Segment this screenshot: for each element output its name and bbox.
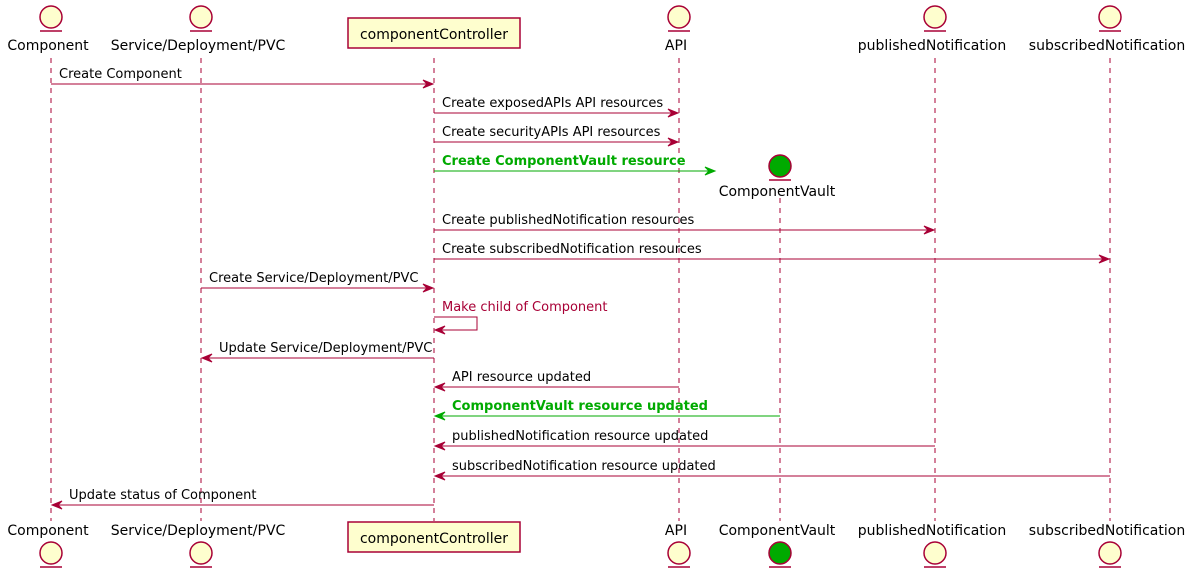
- message-3: Create securityAPIs API resources: [434, 125, 680, 147]
- message-11: ComponentVault resource updated: [433, 399, 780, 421]
- entity-icon-top-sub: [1098, 5, 1122, 32]
- entity-icon-top-pub: [923, 5, 947, 32]
- entity-icon-bottom-vault: [768, 541, 792, 568]
- message-label-1: Create Component: [59, 67, 182, 82]
- message-8: Make child of Component: [433, 300, 608, 335]
- message-arrowhead-11: [433, 411, 446, 421]
- message-arrowhead-9: [200, 353, 213, 363]
- participant-label-top-sub: subscribedNotification: [1029, 38, 1185, 54]
- message-line-8: [434, 316, 478, 331]
- entity-icon-bottom-component: [39, 541, 63, 568]
- component-circle: [39, 5, 63, 29]
- entity-icon-bottom-svc: [189, 541, 213, 568]
- message-10: API resource updated: [433, 370, 679, 392]
- message-label-4: Create ComponentVault resource: [442, 154, 686, 169]
- sub-circle: [1098, 5, 1122, 29]
- participant-label-bottom-pub: publishedNotification: [858, 523, 1006, 539]
- message-label-11: ComponentVault resource updated: [452, 399, 708, 414]
- entity-icon-bottom-api: [667, 541, 691, 568]
- participant-label-bottom-svc: Service/Deployment/PVC: [111, 523, 286, 539]
- message-arrowhead-2: [667, 108, 680, 118]
- participant-label-top-api: API: [665, 38, 687, 54]
- message-arrowhead-7: [422, 283, 435, 293]
- participant-label-bottom-component: Component: [7, 523, 89, 539]
- entity-icon-top-svc: [189, 5, 213, 32]
- message-2: Create exposedAPIs API resources: [434, 96, 680, 118]
- message-12: publishedNotification resource updated: [433, 429, 935, 451]
- participant-label-bottom-sub: subscribedNotification: [1029, 523, 1185, 539]
- participant-label-bottom-ctrl: componentController: [360, 531, 508, 547]
- message-arrowhead-3: [667, 137, 680, 147]
- message-arrowhead-13: [433, 471, 446, 481]
- participant-label-bottom-api: API: [665, 523, 687, 539]
- entity-icon-bottom-sub: [1098, 541, 1122, 568]
- message-label-8: Make child of Component: [442, 300, 608, 315]
- message-arrowhead-14: [50, 500, 63, 510]
- message-arrowhead-1: [422, 79, 435, 89]
- entity-icon-top-api: [667, 5, 691, 32]
- participant-box-bottom-ctrl: [347, 521, 521, 553]
- participant-label-created-vault: ComponentVault: [719, 184, 836, 200]
- message-7: Create Service/Deployment/PVC: [201, 271, 435, 293]
- message-14: Update status of Component: [50, 488, 434, 510]
- message-label-9: Update Service/Deployment/PVC: [219, 341, 432, 356]
- message-label-3: Create securityAPIs API resources: [442, 125, 661, 140]
- participant-label-bottom-vault: ComponentVault: [719, 523, 836, 539]
- message-label-10: API resource updated: [452, 370, 591, 385]
- message-label-12: publishedNotification resource updated: [452, 429, 708, 444]
- message-label-14: Update status of Component: [69, 488, 256, 503]
- message-arrowhead-12: [433, 441, 446, 451]
- participant-label-top-component: Component: [7, 38, 89, 54]
- vault-circle: [768, 154, 792, 178]
- message-9: Update Service/Deployment/PVC: [200, 341, 434, 363]
- participant-label-top-svc: Service/Deployment/PVC: [111, 38, 286, 54]
- message-label-7: Create Service/Deployment/PVC: [209, 271, 418, 286]
- pub-circle: [923, 5, 947, 29]
- sub-circle: [1098, 541, 1122, 565]
- component-circle: [39, 541, 63, 565]
- api-circle: [667, 5, 691, 29]
- pub-circle: [923, 541, 947, 565]
- participant-label-top-ctrl: componentController: [360, 27, 508, 43]
- message-label-13: subscribedNotification resource updated: [452, 459, 716, 474]
- entity-icon-bottom-pub: [923, 541, 947, 568]
- message-arrowhead-4: [704, 166, 717, 176]
- message-6: Create subscribedNotification resources: [434, 242, 1111, 264]
- svc-circle: [189, 5, 213, 29]
- participant-box-top-ctrl: [347, 17, 521, 49]
- message-label-5: Create publishedNotification resources: [442, 213, 695, 228]
- message-arrowhead-10: [433, 382, 446, 392]
- svc-circle: [189, 541, 213, 565]
- api-circle: [667, 541, 691, 565]
- participant-label-top-pub: publishedNotification: [858, 38, 1006, 54]
- message-arrowhead-8: [433, 325, 446, 335]
- participant-heads: ComponentComponentService/Deployment/PVC…: [7, 5, 1185, 568]
- entity-icon-top-component: [39, 5, 63, 32]
- message-label-6: Create subscribedNotification resources: [442, 242, 702, 257]
- message-arrowhead-5: [923, 225, 936, 235]
- message-5: Create publishedNotification resources: [434, 213, 936, 235]
- message-arrowhead-6: [1098, 254, 1111, 264]
- entity-icon-created-vault: [768, 154, 792, 181]
- lifelines: [50, 58, 1111, 521]
- message-1: Create Component: [51, 67, 435, 89]
- message-4: Create ComponentVault resource: [434, 154, 717, 176]
- vault-circle: [768, 541, 792, 565]
- message-label-2: Create exposedAPIs API resources: [442, 96, 663, 111]
- message-13: subscribedNotification resource updated: [433, 459, 1110, 481]
